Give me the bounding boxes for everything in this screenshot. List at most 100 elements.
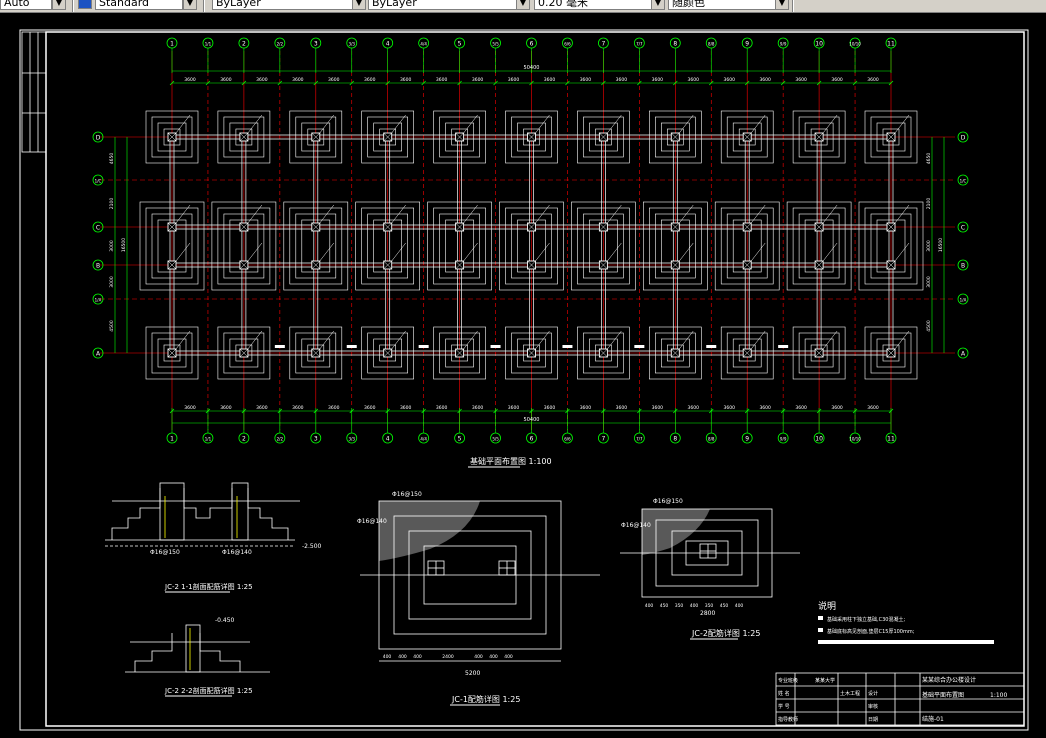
column-hatch: [239, 260, 249, 270]
color-combo[interactable]: ByLayer: [212, 0, 364, 10]
span-dimension: 3600: [580, 405, 592, 411]
span-dimension: 3600: [400, 405, 412, 411]
column-hatch: [383, 132, 392, 142]
footing-outline: [445, 122, 474, 152]
leader-line: [247, 330, 263, 350]
footing-outline: [145, 110, 199, 164]
lineweight-combo[interactable]: 0.20 毫米: [534, 0, 658, 10]
dimension-tick: [313, 408, 319, 414]
column-hatch: [743, 260, 752, 270]
footing-outline: [804, 219, 834, 273]
leader-line: [894, 204, 910, 224]
leader-line: [894, 242, 910, 262]
leader-line: [607, 242, 622, 262]
footing-outline: [870, 332, 912, 374]
span-dimension: 3600: [184, 77, 196, 83]
leader-line: [607, 330, 622, 350]
footing-outline: [445, 338, 474, 368]
dimension-tick: [385, 408, 390, 414]
leader-line: [607, 114, 622, 134]
axis-number: 7: [601, 41, 605, 48]
footing-outline: [301, 338, 331, 368]
plan-title: 基础平面布置图 1:100: [470, 456, 552, 466]
axis-letter: D: [961, 135, 966, 142]
column-hatch: [455, 348, 464, 358]
text-style-combo[interactable]: Auto: [0, 0, 52, 10]
footing-outline: [229, 122, 259, 152]
footing-outline: [738, 128, 756, 146]
footing-outline: [295, 116, 337, 158]
footing-outline: [289, 207, 343, 285]
total-width-dimension: 16500: [938, 238, 944, 252]
span-dimension: 3600: [508, 405, 520, 411]
footing-outline: [157, 338, 187, 368]
chevron-down-icon[interactable]: ▼: [52, 0, 66, 10]
footing-outline: [229, 338, 259, 368]
leader-line: [463, 204, 478, 224]
jc1-dim: 400: [504, 654, 513, 660]
column-hatch: [671, 348, 680, 358]
span-dimension: 3600: [759, 405, 771, 411]
footing-outline: [145, 207, 199, 285]
axis-bubble: [92, 131, 104, 143]
plotstyle-combo[interactable]: 随颜色: [668, 0, 776, 10]
jc1-dim: 400: [398, 654, 407, 660]
leader-line: [822, 330, 838, 350]
span-dimension: 3600: [472, 405, 484, 411]
axis-number: 4: [386, 436, 390, 443]
wall-marker: [706, 345, 717, 348]
chevron-down-icon[interactable]: ▼: [183, 0, 197, 10]
dimstyle-icon[interactable]: [78, 0, 92, 9]
footing-outline: [660, 338, 690, 368]
tb-project: 某某综合办公楼设计: [922, 676, 976, 684]
column-hatch: [814, 222, 824, 232]
dimension-tick: [780, 408, 786, 414]
dimension-tick: [565, 408, 570, 414]
dimension-tick: [852, 80, 858, 86]
chevron-down-icon[interactable]: ▼: [651, 0, 665, 10]
total-dimension: 50400: [524, 65, 540, 71]
axis-letter: D: [96, 135, 101, 142]
footing-outline: [433, 207, 486, 285]
chevron-down-icon[interactable]: ▼: [775, 0, 789, 10]
footing-outline: [361, 207, 415, 285]
dimension-tick: [637, 80, 642, 86]
footing-outline: [642, 201, 708, 291]
span-dimension: 3600: [436, 405, 448, 411]
footing-outline: [571, 201, 636, 291]
linetype-combo[interactable]: ByLayer: [368, 0, 526, 10]
leader-line: [679, 114, 694, 134]
axis-number: 2: [242, 436, 246, 443]
dimstyle-combo[interactable]: Standard: [95, 0, 183, 10]
axis-number: 5: [458, 436, 462, 443]
span-dimension: 3600: [580, 77, 592, 83]
footing-outline: [720, 110, 774, 164]
axis-number: 6/6: [564, 437, 571, 442]
footing-outline: [654, 213, 696, 279]
footing-outline: [235, 344, 253, 362]
linetype-value: ByLayer: [372, 0, 417, 9]
jc1-title: JC-1配筋详图 1:25: [451, 694, 520, 704]
leader-line: [894, 114, 910, 134]
footing-outline: [798, 332, 840, 374]
separator: [72, 0, 74, 12]
chevron-down-icon[interactable]: ▼: [352, 0, 366, 10]
footing-outline: [367, 116, 409, 158]
column-hatch: [527, 132, 536, 142]
column-hatch: [814, 260, 824, 270]
leader-line: [175, 114, 191, 134]
chevron-down-icon[interactable]: ▼: [516, 0, 530, 10]
footing-outline: [864, 110, 918, 164]
footing-outline: [373, 122, 403, 152]
axis-number: 3: [314, 436, 318, 443]
axis-number: 9: [745, 41, 749, 48]
leader-line: [822, 114, 838, 134]
span-dimension: 3600: [723, 405, 735, 411]
drawing-canvas[interactable]: 111/11/1222/22/2333/33/3444/44/4555/55/5…: [0, 13, 1046, 738]
jc2-dim: 400: [735, 603, 744, 609]
dimension-tick: [708, 408, 714, 414]
footing-outline: [217, 207, 271, 285]
span-dimension: 3600: [256, 405, 268, 411]
footing-outline: [163, 344, 181, 362]
